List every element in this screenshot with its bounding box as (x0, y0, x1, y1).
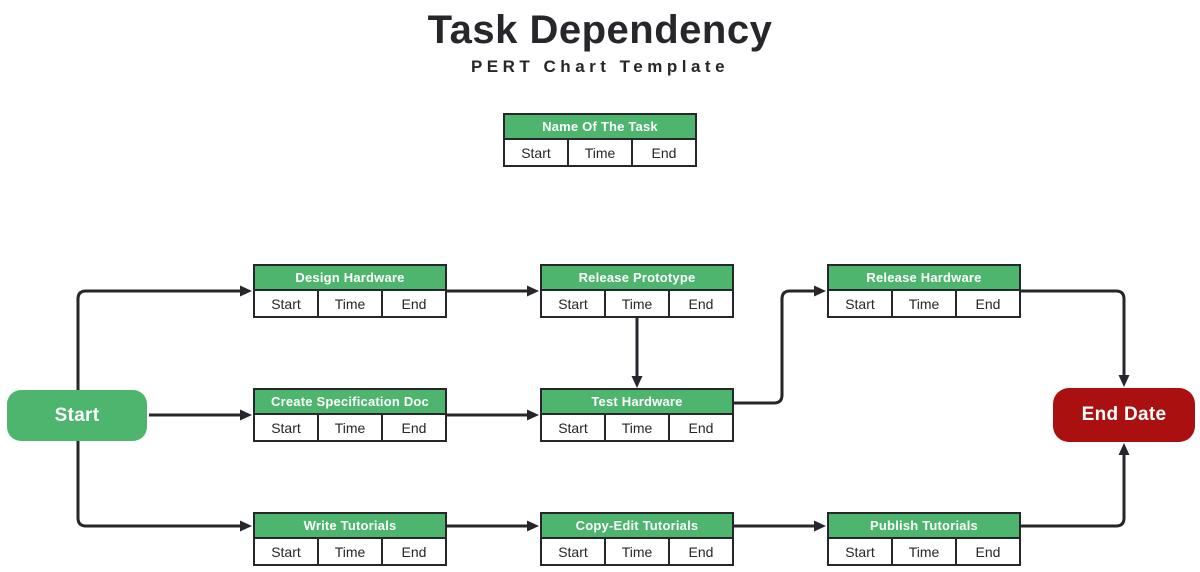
node-create-specification-doc[interactable]: Create Specification Doc Start Time End (253, 388, 447, 442)
legend-node[interactable]: Name Of The Task Start Time End (503, 113, 697, 167)
cell-time: Time (893, 291, 957, 316)
cell-end: End (688, 295, 714, 312)
edge-publish-to-end-date (1021, 443, 1130, 528)
cell-start: Start (829, 291, 893, 316)
start-node-label: Start (54, 404, 100, 426)
node-write-tutorials-cells: Start Time End (255, 539, 445, 564)
node-write-tutorials-title: Write Tutorials (255, 514, 445, 539)
cell-start: Start (542, 415, 606, 440)
page-title: Task Dependency (427, 8, 773, 52)
cell-start: Start (829, 539, 893, 564)
cell-time: Time (319, 539, 383, 564)
cell-time: Time (606, 415, 670, 440)
cell-time: Time (606, 291, 670, 316)
node-release-prototype[interactable]: Release Prototype Start Time End (540, 264, 734, 318)
node-release-prototype-cells: Start Time End (542, 291, 732, 316)
node-design-hardware-cells: Start Time End (255, 291, 445, 316)
legend-node-title: Name Of The Task (505, 115, 695, 140)
edge-test-hardware-to-release-hardware (734, 285, 826, 405)
node-test-hardware-title: Test Hardware (542, 390, 732, 415)
node-release-hardware[interactable]: Release Hardware Start Time End (827, 264, 1021, 318)
node-publish-tutorials[interactable]: Publish Tutorials Start Time End (827, 512, 1021, 566)
cell-end: End (401, 419, 427, 436)
legend-node-cells: Start Time End (505, 140, 695, 165)
end-date-node[interactable]: End Date (1053, 388, 1195, 442)
cell-end: End (401, 295, 427, 312)
cell-start: Start (255, 415, 319, 440)
legend-cell-end: End (651, 144, 677, 161)
cell-start: Start (542, 291, 606, 316)
node-release-hardware-title: Release Hardware (829, 266, 1019, 291)
cell-time: Time (319, 291, 383, 316)
legend-cell-time: Time (569, 140, 633, 165)
node-copy-edit-tutorials[interactable]: Copy-Edit Tutorials Start Time End (540, 512, 734, 566)
end-date-node-label: End Date (1081, 404, 1167, 425)
node-publish-tutorials-title: Publish Tutorials (829, 514, 1019, 539)
cell-end: End (688, 543, 714, 560)
cell-end: End (688, 419, 714, 436)
node-copy-edit-tutorials-title: Copy-Edit Tutorials (542, 514, 732, 539)
cell-time: Time (606, 539, 670, 564)
legend-cell-start: Start (505, 140, 569, 165)
cell-end: End (401, 543, 427, 560)
chart-header: Task Dependency PERT Chart Template (0, 0, 1200, 77)
node-test-hardware-cells: Start Time End (542, 415, 732, 440)
node-write-tutorials[interactable]: Write Tutorials Start Time End (253, 512, 447, 566)
cell-start: Start (542, 539, 606, 564)
edge-release-hardware-to-end-date (1021, 289, 1130, 387)
node-create-specification-doc-cells: Start Time End (255, 415, 445, 440)
cell-end: End (975, 543, 1001, 560)
node-design-hardware-title: Design Hardware (255, 266, 445, 291)
page-subtitle: PERT Chart Template (470, 57, 730, 76)
node-test-hardware[interactable]: Test Hardware Start Time End (540, 388, 734, 442)
cell-time: Time (319, 415, 383, 440)
cell-start: Start (255, 539, 319, 564)
node-release-hardware-cells: Start Time End (829, 291, 1019, 316)
node-publish-tutorials-cells: Start Time End (829, 539, 1019, 564)
cell-end: End (975, 295, 1001, 312)
start-node[interactable]: Start (7, 390, 147, 441)
node-release-prototype-title: Release Prototype (542, 266, 732, 291)
cell-time: Time (893, 539, 957, 564)
node-design-hardware[interactable]: Design Hardware Start Time End (253, 264, 447, 318)
node-copy-edit-tutorials-cells: Start Time End (542, 539, 732, 564)
node-create-specification-doc-title: Create Specification Doc (255, 390, 445, 415)
cell-start: Start (255, 291, 319, 316)
